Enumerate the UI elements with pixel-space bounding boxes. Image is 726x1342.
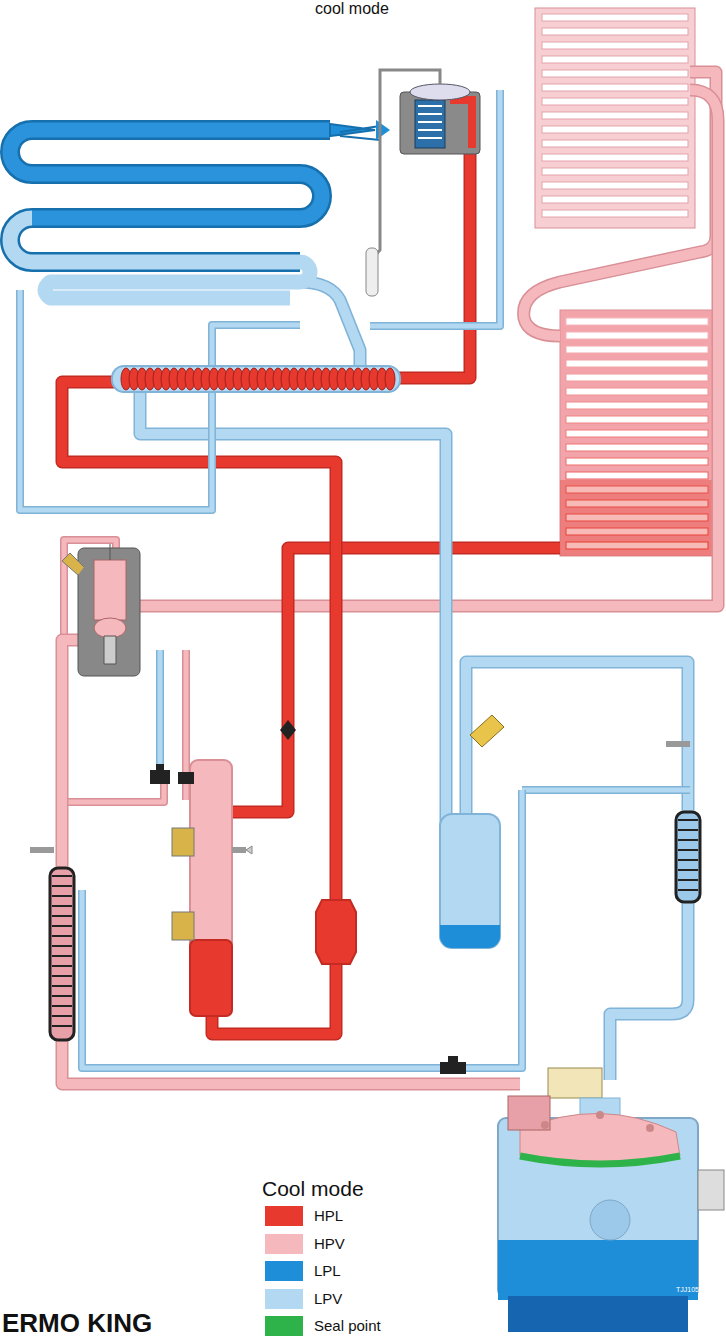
legend-title: Cool mode bbox=[262, 1177, 364, 1201]
figure-code: TJJ105 bbox=[676, 1286, 699, 1293]
legend-text: LPV bbox=[314, 1290, 342, 1307]
legend-swatch bbox=[265, 1261, 303, 1281]
legend-text: LPL bbox=[314, 1262, 341, 1279]
legend-swatch bbox=[265, 1234, 303, 1254]
brand-logo: ERMO KING bbox=[2, 1308, 152, 1339]
legend-text: HPV bbox=[314, 1235, 345, 1252]
legend-swatch bbox=[265, 1206, 303, 1226]
legend-text: HPL bbox=[314, 1207, 343, 1224]
legend-swatch bbox=[265, 1289, 303, 1309]
diagram-title: cool mode bbox=[315, 0, 389, 18]
legend-swatch bbox=[265, 1316, 303, 1336]
legend-text: Seal point bbox=[314, 1317, 381, 1334]
